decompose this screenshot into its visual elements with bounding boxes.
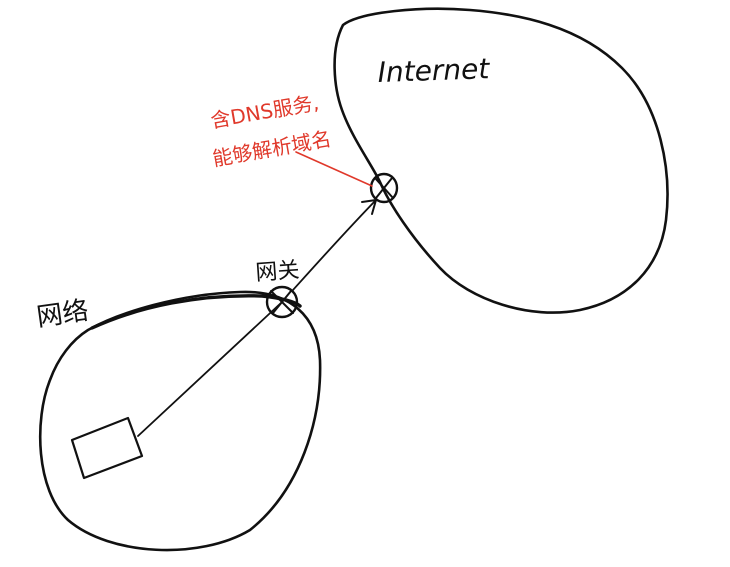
dns-annotation-line1: 含DNS服务, <box>209 90 321 133</box>
dns-node <box>369 172 399 204</box>
internet-label: Internet <box>377 52 491 89</box>
internet-cloud <box>333 7 669 314</box>
gateway-label: 网关 <box>255 258 301 286</box>
device-box <box>70 416 144 480</box>
local-network-edge-highlight <box>90 294 302 330</box>
dns-annotation-line2: 能够解析域名 <box>211 126 333 170</box>
annotation-pointer-line <box>295 151 373 187</box>
gateway-node <box>265 285 299 319</box>
device-to-gateway-line <box>137 301 283 437</box>
gateway-to-internet-arrow <box>292 199 377 291</box>
local-network-blob <box>38 290 322 552</box>
network-label: 网络 <box>35 296 91 333</box>
